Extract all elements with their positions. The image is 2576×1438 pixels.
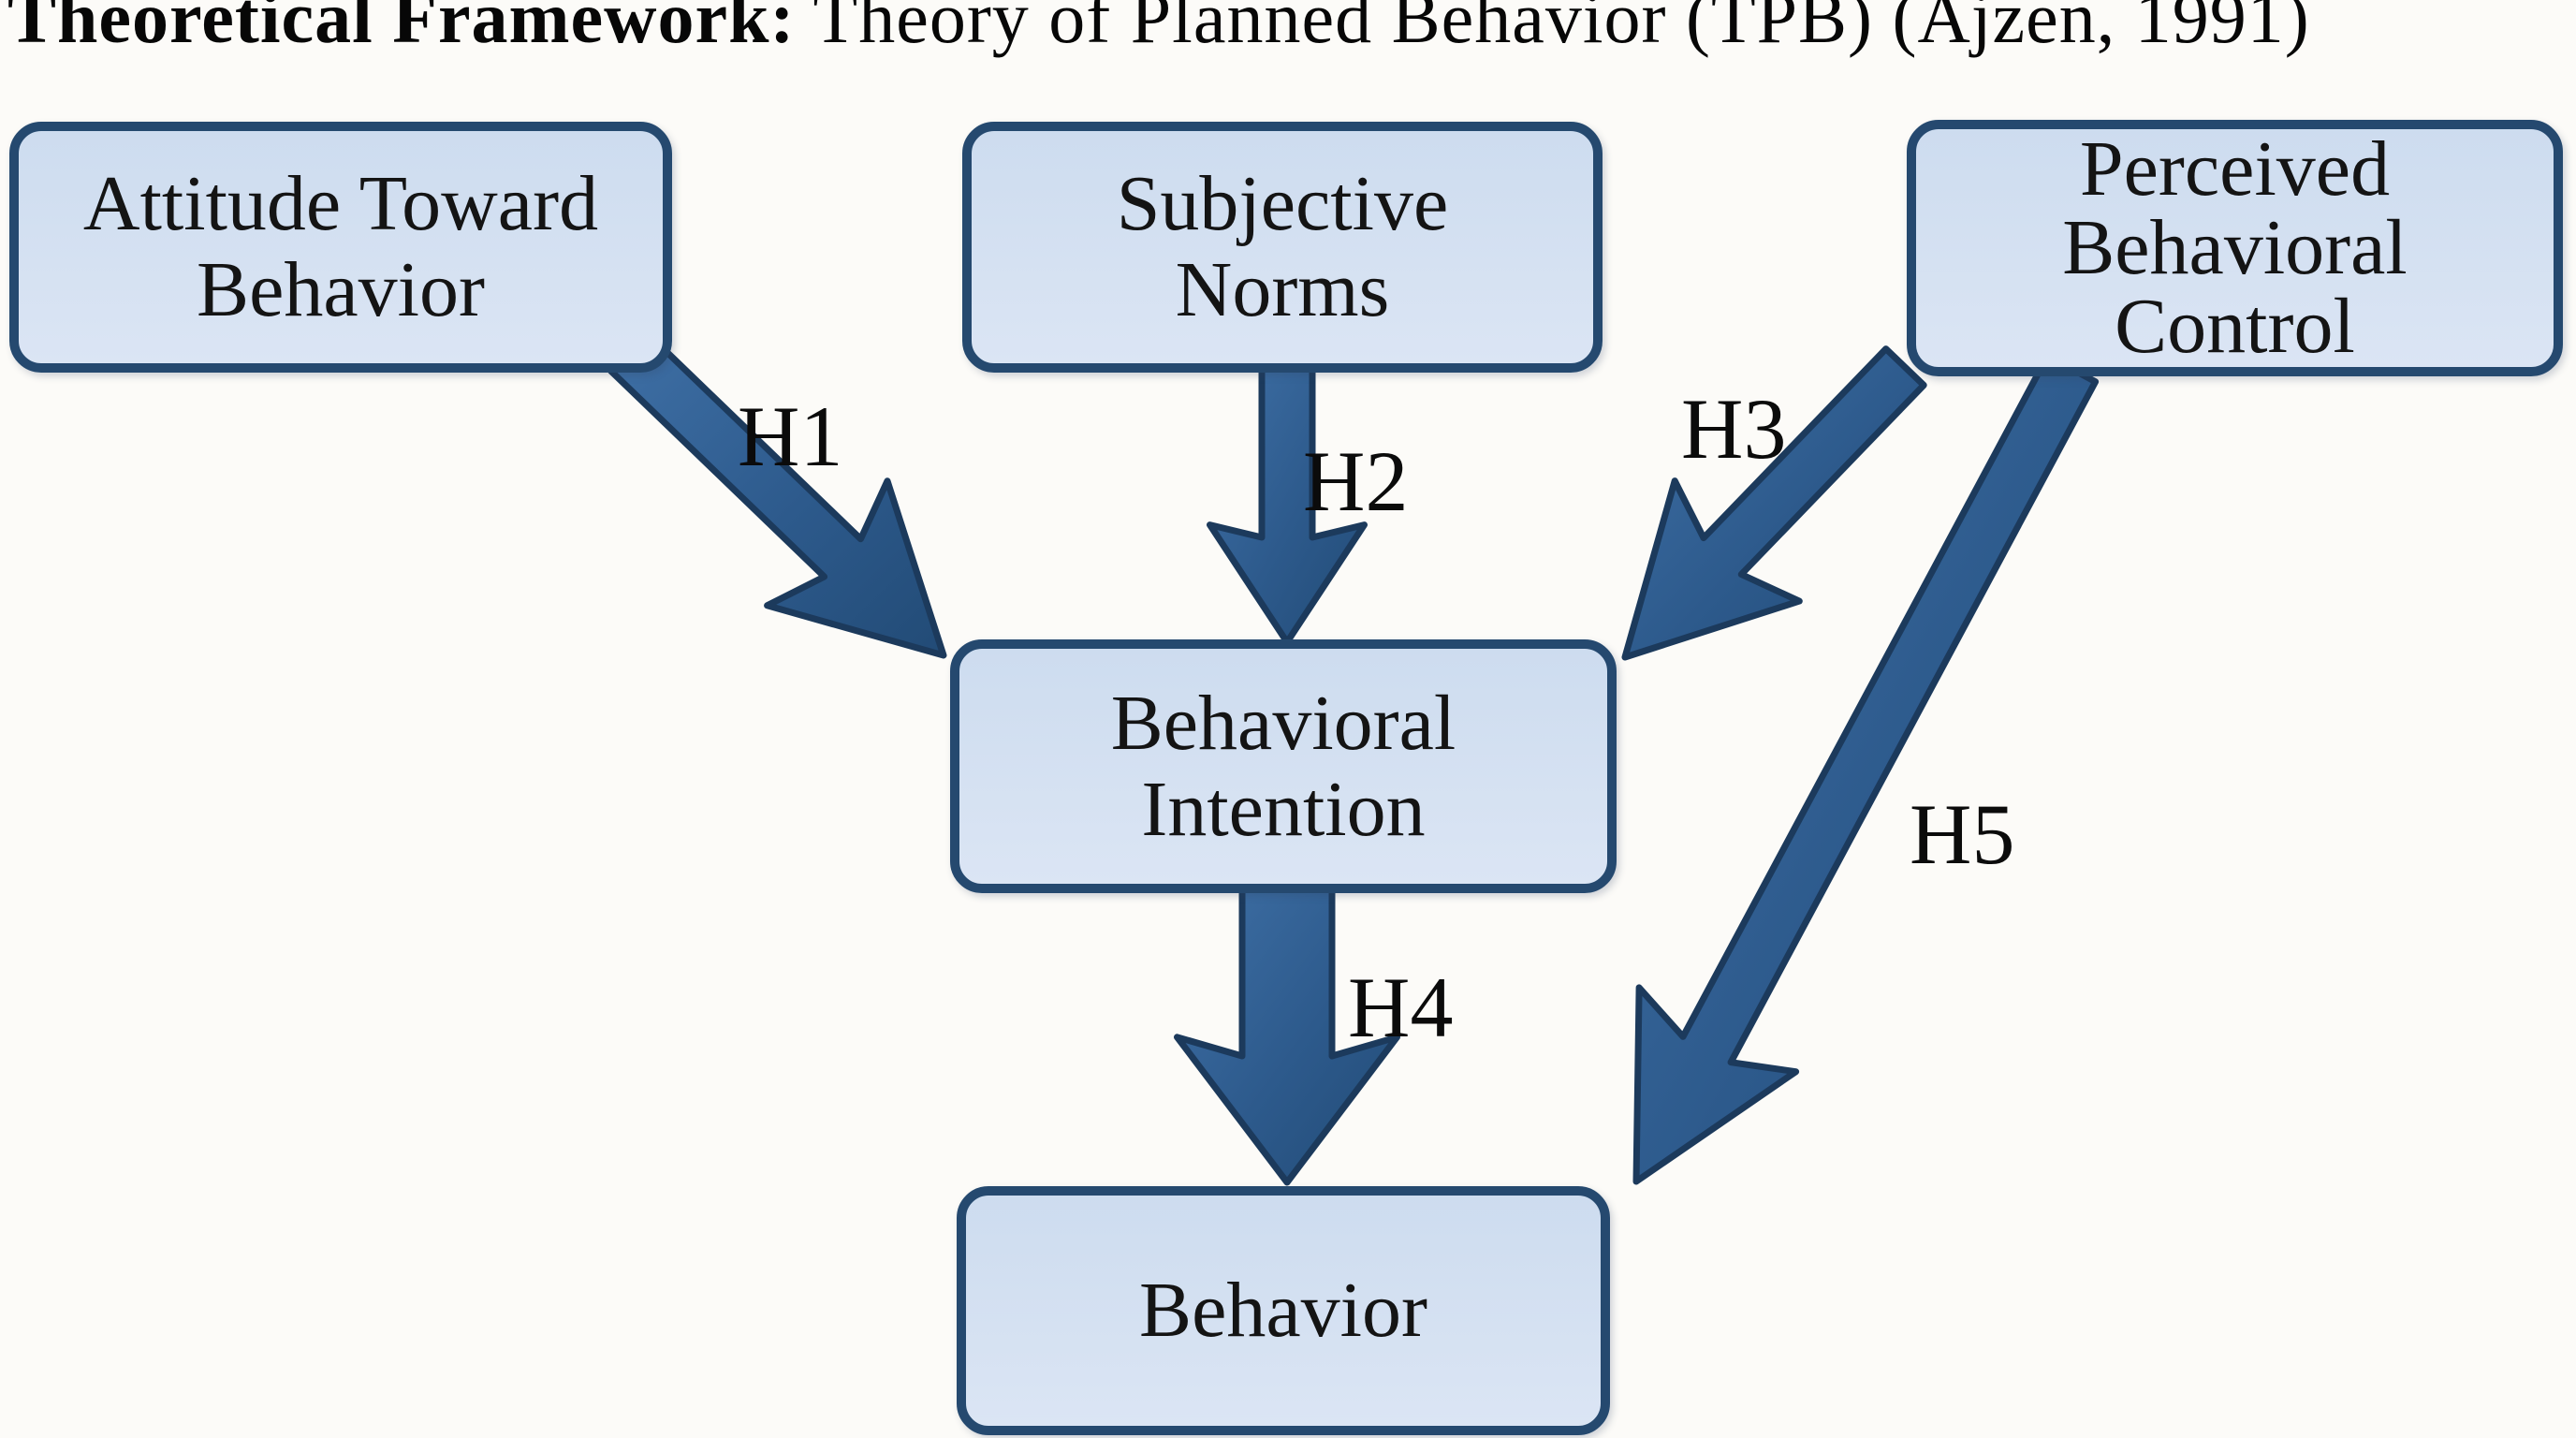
box-attitude-toward-behavior: Attitude Toward Behavior [9, 122, 672, 373]
label-h4: H4 [1348, 960, 1454, 1055]
title-text: Theory of Planned Behavior (TPB) (Ajzen,… [795, 0, 2310, 58]
arrow-h5 [1632, 352, 2100, 1185]
label-h1: H1 [738, 389, 843, 484]
label-h3: H3 [1681, 381, 1787, 477]
label-h2: H2 [1303, 433, 1409, 529]
box-perceived-behavioral-control: Perceived Behavioral Control [1907, 120, 2563, 376]
diagram-title: Theoretical Framework: Theory of Planned… [7, 0, 2576, 60]
label-h5: H5 [1910, 786, 2015, 882]
arrow-h4 [1174, 881, 1400, 1186]
arrow-h1 [607, 330, 947, 659]
title-label-bold: Theoretical Framework: [7, 0, 796, 58]
box-behavior: Behavior [957, 1186, 1610, 1435]
arrow-h3 [1621, 345, 1927, 661]
box-behavioral-intention: Behavioral Intention [950, 639, 1617, 893]
box-subjective-norms: Subjective Norms [962, 122, 1603, 373]
arrow-h2 [1207, 361, 1368, 646]
